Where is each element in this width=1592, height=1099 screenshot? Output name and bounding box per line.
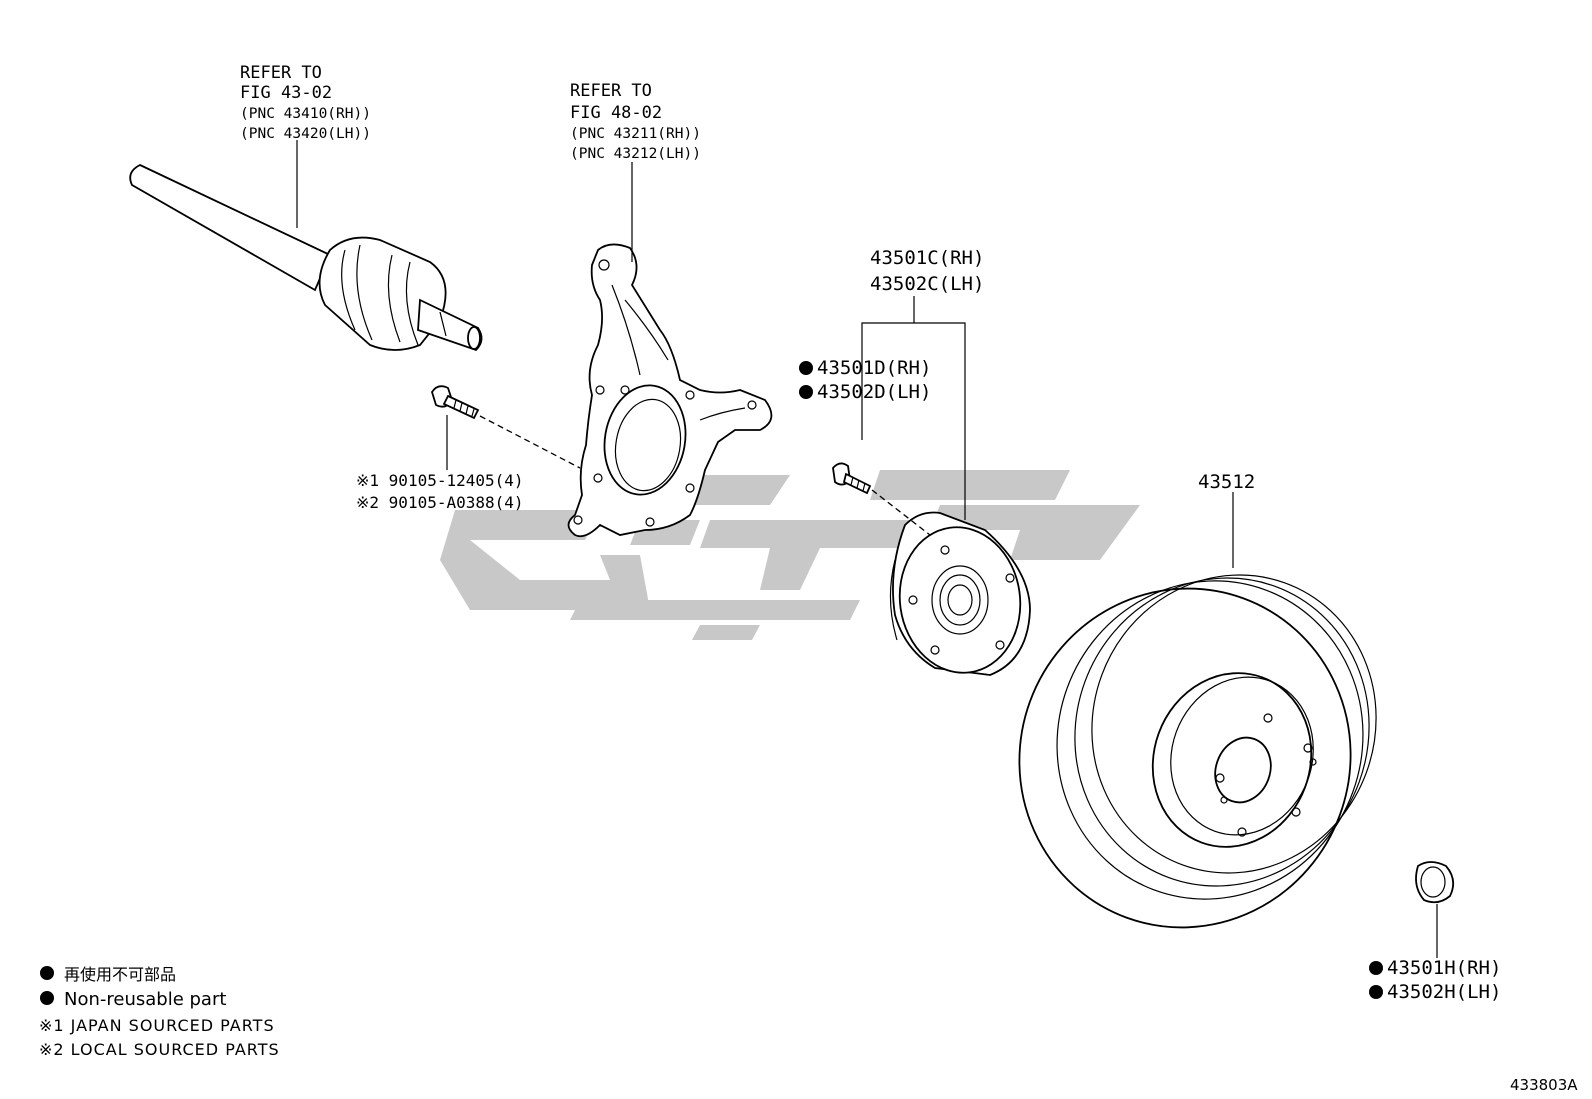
figure-id: 433803A — [1510, 1076, 1578, 1094]
legend-bullet-icon — [40, 966, 54, 980]
legend: 再使用不可部品 Non-reusable part ※1 JAPAN SOURC… — [39, 965, 280, 1059]
non-reusable-bullet-icon — [799, 385, 813, 399]
legend-non-reusable-jp: 再使用不可部品 — [64, 965, 176, 984]
bolt-local-pn: ※2 90105-A0388(4) — [356, 493, 524, 512]
driveshaft-pnc-lh: (PNC 43420(LH)) — [240, 126, 371, 142]
callout-disc: 43512 — [1198, 471, 1255, 493]
callout-knuckle-bolt: ※1 90105-12405(4) ※2 90105-A0388(4) — [356, 471, 524, 512]
callout-knuckle: REFER TO FIG 48-02 (PNC 43211(RH)) (PNC … — [570, 81, 701, 162]
driveshaft-refer: REFER TO — [240, 63, 322, 83]
nut-rh-pn: 43501H(RH) — [1387, 957, 1501, 979]
non-reusable-bullet-icon — [1369, 985, 1383, 999]
knuckle-pnc-rh: (PNC 43211(RH)) — [570, 126, 701, 142]
legend-japan-sourced: ※1 JAPAN SOURCED PARTS — [39, 1016, 275, 1035]
non-reusable-bullet-icon — [1369, 961, 1383, 975]
callout-nut: 43501H(RH) 43502H(LH) — [1369, 957, 1501, 1003]
leader-lines — [296, 140, 1438, 958]
callout-driveshaft: REFER TO FIG 43-02 (PNC 43410(RH)) (PNC … — [240, 63, 371, 142]
callout-hub-bolt: 43501D(RH) 43502D(LH) — [799, 357, 931, 403]
watermark-logo — [440, 470, 1140, 640]
brake-disc-rotor — [1018, 574, 1377, 929]
legend-local-sourced: ※2 LOCAL SOURCED PARTS — [39, 1040, 280, 1059]
drive-shaft — [129, 163, 483, 352]
hub-lh-pn: 43502C(LH) — [870, 273, 984, 295]
callout-hub-assembly: 43501C(RH) 43502C(LH) — [870, 247, 984, 295]
hub-bolt — [832, 462, 931, 536]
nut-lh-pn: 43502H(LH) — [1387, 981, 1501, 1003]
knuckle-fig: FIG 48-02 — [570, 103, 662, 123]
knuckle-refer: REFER TO — [570, 81, 652, 101]
hub-rh-pn: 43501C(RH) — [870, 247, 984, 269]
legend-non-reusable-en: Non-reusable part — [64, 989, 226, 1010]
hub-bolt-rh-pn: 43501D(RH) — [817, 357, 931, 379]
steering-knuckle — [567, 243, 773, 538]
knuckle-bolt — [431, 385, 581, 469]
driveshaft-pnc-rh: (PNC 43410(RH)) — [240, 106, 371, 122]
legend-bullet-icon — [40, 991, 54, 1005]
disc-pn: 43512 — [1198, 471, 1255, 493]
bolt-japan-pn: ※1 90105-12405(4) — [356, 471, 524, 490]
hub-nut — [1415, 861, 1455, 904]
hub-bolt-lh-pn: 43502D(LH) — [817, 381, 931, 403]
non-reusable-bullet-icon — [799, 361, 813, 375]
knuckle-pnc-lh: (PNC 43212(LH)) — [570, 146, 701, 162]
hub-bearing-assembly — [889, 511, 1031, 676]
driveshaft-fig: FIG 43-02 — [240, 83, 332, 103]
